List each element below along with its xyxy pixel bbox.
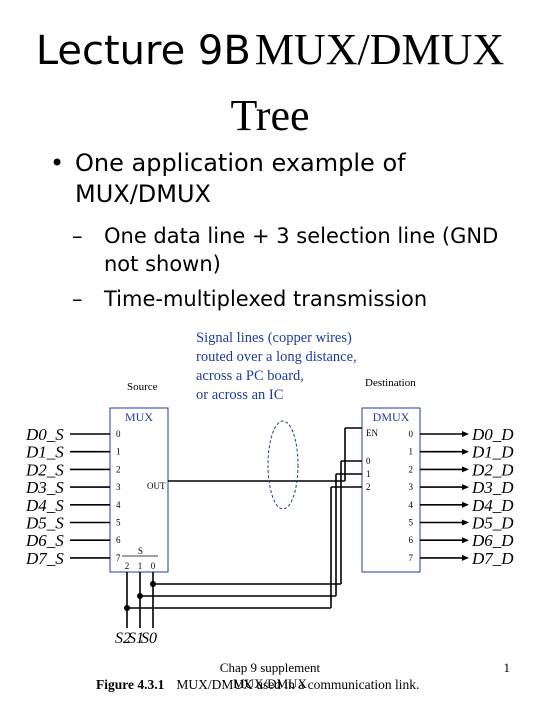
input-label: D1_S: [25, 443, 64, 462]
output-label: D5_D: [471, 514, 514, 533]
junction-dots: [124, 581, 156, 611]
slide-footer: Chap 9 supplement MUX/DMUX: [180, 660, 360, 692]
output-label: D4_D: [471, 496, 514, 515]
select-pin-number: 1: [138, 561, 143, 571]
dmux-label: DMUX: [373, 410, 410, 424]
wires: [126, 427, 362, 628]
mux-label: MUX: [125, 410, 153, 424]
dmux-pin-number: 7: [409, 553, 414, 563]
bullet-1-text: One application example of MUX/DMUX: [75, 149, 406, 208]
input-label: D6_S: [25, 531, 64, 550]
dmux-block: [361, 407, 421, 573]
arrow-icon: [462, 501, 469, 508]
input-label: D5_S: [25, 514, 64, 533]
dmux-pin-number: 6: [409, 535, 414, 545]
arrow-icon: [462, 554, 469, 561]
dmux-select-pin: 0: [366, 456, 371, 466]
annotation-line-4: or across an IC: [196, 387, 283, 403]
slide-title: Lecture 9B MUX/DMUX Tree: [0, 22, 540, 144]
output-label: D0_D: [471, 425, 514, 444]
annotation-line-2: routed over a long distance,: [196, 349, 357, 365]
title-line2: Tree: [230, 91, 310, 140]
arrow-icon: [462, 431, 469, 437]
output-label: D6_D: [471, 531, 514, 550]
arrow-icon: [462, 466, 469, 473]
dmux-pin-number: 3: [409, 482, 414, 492]
output-label: D2_D: [471, 460, 514, 479]
dmux-pin-number: 4: [409, 500, 414, 510]
dmux-select-pin: 1: [366, 469, 371, 479]
subbullet-1: – One data line + 3 selection line (GND …: [72, 222, 512, 278]
caption-bold: Figure 4.3.1: [96, 677, 165, 692]
bullet-1: • One application example of MUX/DMUX: [50, 148, 520, 210]
mux-pin-number: 5: [116, 518, 121, 528]
signal-lines-ellipse: [267, 420, 299, 510]
input-label: D2_S: [25, 460, 64, 479]
figure-caption: Figure 4.3.1 MUX/DMUX used in a communica…: [96, 677, 419, 692]
input-label: D7_S: [25, 549, 64, 568]
subbullet-2: – Time-multiplexed transmission: [72, 285, 512, 313]
s-label: S: [138, 546, 143, 556]
select-pin-number: 0: [151, 561, 156, 571]
destination-label: Destination: [365, 377, 416, 389]
subbullet-2-text: Time-multiplexed transmission: [104, 287, 428, 311]
title-topic: MUX/DMUX: [254, 25, 505, 74]
input-label: D4_S: [25, 496, 64, 515]
input-label: D3_S: [25, 478, 64, 497]
arrow-icon: [462, 519, 469, 526]
dmux-pin-number: 1: [409, 447, 414, 457]
dash-icon: –: [72, 224, 83, 248]
out-label: OUT: [147, 481, 166, 491]
arrow-icon: [462, 484, 469, 491]
input-label: D0_S: [25, 425, 64, 444]
mux-pin-number: 4: [116, 500, 121, 510]
mux-pin-number: 2: [116, 464, 121, 474]
mux-pin-number: 7: [116, 553, 121, 563]
dash-icon: –: [72, 287, 83, 311]
output-label: D3_D: [471, 478, 514, 497]
dmux-pin-number: 0: [409, 429, 414, 439]
dmux-pin-number: 2: [409, 464, 414, 474]
arrow-icon: [462, 448, 469, 455]
en-label: EN: [366, 428, 378, 438]
dmux-select-pin: 2: [366, 482, 371, 492]
annotation-line-1: Signal lines (copper wires): [196, 330, 352, 346]
caption-text: MUX/DMUX used in a communication link.: [176, 677, 419, 692]
mux-pin-number: 3: [116, 482, 121, 492]
title-lecture: Lecture 9B: [35, 28, 251, 74]
arrow-icon: [462, 537, 469, 544]
subbullet-1-text: One data line + 3 selection line (GND no…: [104, 224, 499, 276]
select-label: S1: [128, 630, 144, 647]
select-pin-number: 2: [125, 561, 130, 571]
mux-pin-number: 1: [116, 447, 121, 457]
output-label: D1_D: [471, 443, 514, 462]
page-number: 1: [503, 660, 511, 675]
select-label: S0: [141, 630, 157, 647]
mux-pin-number: 0: [116, 429, 121, 439]
mux-block: [109, 407, 169, 573]
select-label: S2: [115, 630, 131, 647]
mux-pin-number: 6: [116, 535, 121, 545]
footer-line-2: MUX/DMUX: [233, 676, 307, 691]
source-label: Source: [127, 381, 158, 393]
dmux-pin-number: 5: [409, 518, 414, 528]
output-label: D7_D: [471, 549, 514, 568]
footer-line-1: Chap 9 supplement: [219, 660, 321, 675]
annotation-line-3: across a PC board,: [196, 368, 304, 384]
bullet-dot-icon: •: [50, 149, 65, 177]
